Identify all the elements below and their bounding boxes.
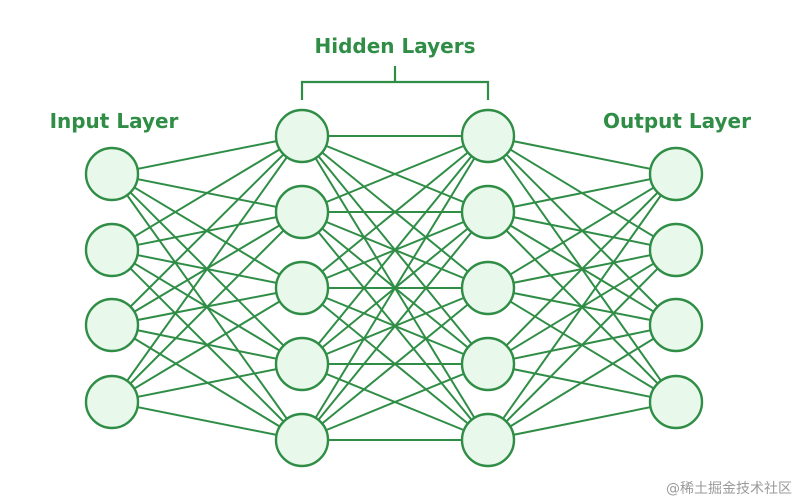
- neurons: [84, 108, 704, 468]
- hidden-2-node-3: [460, 260, 516, 316]
- connection-l1n4-l2n5: [111, 401, 303, 441]
- hidden-1-node-2: [274, 184, 330, 240]
- output-node-1: [648, 146, 704, 202]
- connection-l2n5-l3n4: [301, 363, 489, 441]
- hidden-2-node-5: [460, 412, 516, 468]
- connection-l2n5-l3n1: [301, 135, 489, 441]
- connection-l1n4-l2n2: [111, 211, 303, 403]
- input-node-1: [84, 146, 140, 202]
- hidden-2-node-2: [460, 184, 516, 240]
- connection-l2n3-l3n1: [301, 135, 489, 289]
- connection-l2n4-l3n1: [301, 135, 489, 365]
- connection-l2n5-l3n3: [301, 287, 489, 441]
- connection-l1n3-l2n1: [111, 135, 303, 326]
- hidden-2-node-4: [460, 336, 516, 392]
- hidden-1-node-4: [274, 336, 330, 392]
- connection-l3n5-l4n1: [487, 173, 677, 441]
- input-layer-label: Input Layer: [50, 109, 179, 133]
- hidden-1-node-1: [274, 108, 330, 164]
- watermark: @稀土掘金技术社区: [666, 481, 792, 497]
- connection-l3n3-l4n1: [487, 173, 677, 289]
- connections: [111, 135, 677, 441]
- output-layer-label: Output Layer: [603, 109, 751, 133]
- connection-l3n1-l4n1: [487, 135, 677, 175]
- hidden-layers-bracket: [300, 66, 490, 100]
- connection-l3n4-l4n1: [487, 173, 677, 365]
- output-node-4: [648, 374, 704, 430]
- connection-l2n2-l3n1: [301, 135, 489, 213]
- output-node-2: [648, 222, 704, 278]
- connection-l3n5-l4n3: [487, 324, 677, 441]
- connection-l1n4-l2n3: [111, 287, 303, 403]
- connection-l2n5-l3n2: [301, 211, 489, 441]
- output-node-3: [648, 297, 704, 353]
- hidden-1-node-3: [274, 260, 330, 316]
- connection-l3n5-l4n2: [487, 249, 677, 441]
- input-node-4: [84, 374, 140, 430]
- connection-l1n4-l2n1: [111, 135, 303, 403]
- connection-l1n1-l2n1: [111, 135, 303, 175]
- input-node-2: [84, 222, 140, 278]
- hidden-1-node-5: [274, 412, 330, 468]
- hidden-layers-label: Hidden Layers: [315, 34, 476, 58]
- connection-l1n4-l2n4: [111, 363, 303, 403]
- hidden-2-node-1: [460, 108, 516, 164]
- connection-l3n5-l4n4: [487, 401, 677, 441]
- connection-l3n2-l4n1: [487, 173, 677, 213]
- connection-l1n2-l2n1: [111, 135, 303, 251]
- input-node-3: [84, 297, 140, 353]
